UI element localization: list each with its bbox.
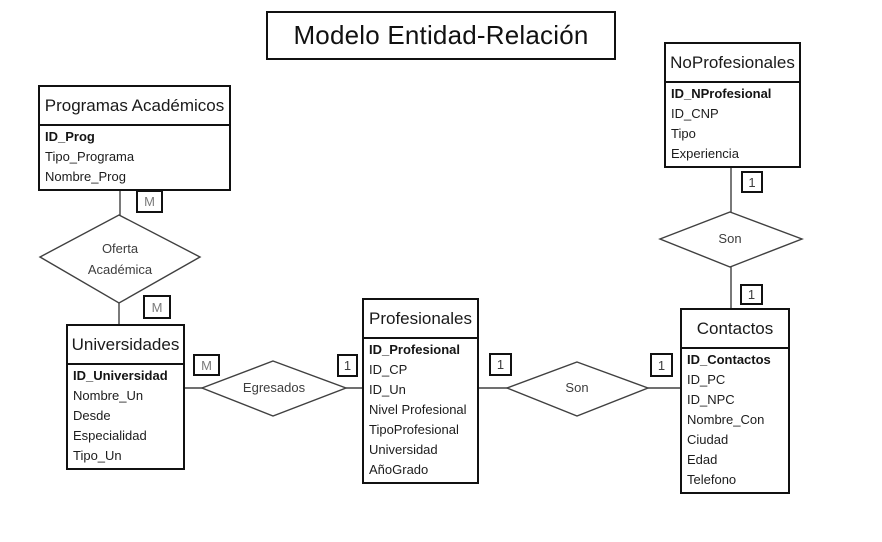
attribute-row: Universidad	[369, 442, 438, 457]
relationship-diamond-egresados[interactable]	[200, 360, 348, 417]
entity-title: Universidades	[68, 326, 183, 365]
attribute-row: ID_Universidad	[73, 368, 168, 383]
attribute-row: Especialidad	[73, 428, 147, 443]
relationship-diamond-son-mid[interactable]	[505, 361, 650, 417]
attribute-row: AñoGrado	[369, 462, 429, 477]
relationship-label-son-right: Son	[718, 231, 742, 246]
cardinality-box-universidades-egresados[interactable]: M	[193, 354, 220, 376]
attribute-row: Nombre_Con	[687, 412, 765, 427]
attribute-row: Nombre_Un	[73, 388, 144, 403]
attribute-row: ID_CP	[369, 362, 408, 377]
attribute-row: Edad	[687, 452, 718, 467]
attribute-row: Nombre_Prog	[45, 169, 126, 184]
cardinality-box-son-contactos[interactable]: 1	[650, 353, 673, 377]
entity-attribute-list: ID_NProfesional ID_CNP Tipo Experiencia	[666, 83, 799, 166]
attribute-row: ID_CNP	[671, 106, 719, 121]
relationship-label-son-mid: Son	[565, 380, 589, 395]
entity-attribute-list: ID_Universidad Nombre_Un Desde Especiali…	[68, 365, 183, 468]
cardinality-box-egresados-profesionales[interactable]: 1	[337, 354, 358, 377]
entity-programas-academicos[interactable]: Programas Académicos ID_Prog Tipo_Progra…	[38, 85, 231, 191]
entity-contactos[interactable]: Contactos ID_Contactos ID_PC ID_NPC Nomb…	[680, 308, 790, 494]
relationship-diamond-son-right[interactable]	[658, 211, 804, 268]
entity-universidades[interactable]: Universidades ID_Universidad Nombre_Un D…	[66, 324, 185, 470]
attribute-row: Tipo	[671, 126, 696, 141]
attribute-row: Desde	[73, 408, 111, 423]
relationship-label-oferta-academica: Oferta Académica	[60, 238, 180, 280]
attribute-row: TipoProfesional	[369, 422, 459, 437]
attribute-row: ID_NPC	[687, 392, 735, 407]
attribute-row: Experiencia	[671, 146, 739, 161]
relationship-label-line2: Académica	[87, 262, 153, 277]
diagram-title-box[interactable]: Modelo Entidad-Relación	[266, 11, 616, 60]
entity-attribute-list: ID_Profesional ID_CP ID_Un Nivel Profesi…	[364, 339, 477, 482]
entity-attribute-list: ID_Prog Tipo_Programa Nombre_Prog	[40, 126, 229, 189]
cardinality-box-oferta-universidades[interactable]: M	[143, 295, 171, 319]
cardinality-box-noprofesionales-son[interactable]: 1	[741, 171, 763, 193]
attribute-row: ID_NProfesional	[671, 86, 772, 101]
entity-attribute-list: ID_Contactos ID_PC ID_NPC Nombre_Con Ciu…	[682, 349, 788, 492]
attribute-row: ID_Un	[369, 382, 406, 397]
attribute-row: ID_Prog	[45, 129, 95, 144]
cardinality-box-programas-oferta[interactable]: M	[136, 190, 163, 213]
attribute-row: ID_PC	[687, 372, 726, 387]
cardinality-box-profesionales-son[interactable]: 1	[489, 353, 512, 376]
relationship-label-line1: Oferta	[101, 241, 139, 256]
entity-noprofesionales[interactable]: NoProfesionales ID_NProfesional ID_CNP T…	[664, 42, 801, 168]
cardinality-box-son-contactos-bottom[interactable]: 1	[740, 284, 763, 305]
attribute-row: Nivel Profesional	[369, 402, 467, 417]
relationship-diamond-oferta-academica[interactable]	[38, 214, 202, 304]
diagram-title: Modelo Entidad-Relación	[293, 20, 589, 50]
entity-profesionales[interactable]: Profesionales ID_Profesional ID_CP ID_Un…	[362, 298, 479, 484]
entity-title: Programas Académicos	[40, 87, 229, 126]
attribute-row: Telefono	[687, 472, 737, 487]
attribute-row: Tipo_Un	[73, 448, 122, 463]
entity-title: Contactos	[682, 310, 788, 349]
entity-title: NoProfesionales	[666, 44, 799, 83]
entity-title: Profesionales	[364, 300, 477, 339]
attribute-row: Ciudad	[687, 432, 729, 447]
relationship-label-egresados: Egresados	[242, 380, 306, 395]
attribute-row: ID_Profesional	[369, 342, 461, 357]
attribute-row: Tipo_Programa	[45, 149, 135, 164]
attribute-row: ID_Contactos	[687, 352, 771, 367]
